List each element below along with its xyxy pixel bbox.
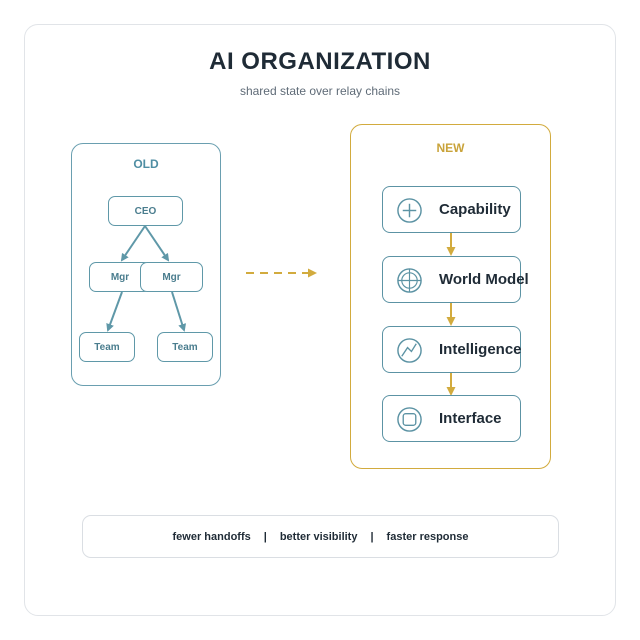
layer-interface: Interface <box>382 395 521 442</box>
layer-world-model: World Model <box>382 256 529 303</box>
ceo-to-mgr-left-arrow <box>120 225 146 262</box>
mgr-right-to-team-arrow <box>171 291 187 332</box>
footer-separator: | <box>370 530 374 543</box>
layer-capability-label: Capability <box>439 201 511 218</box>
plus-circle-icon <box>397 198 422 223</box>
old-panel-label: OLD <box>133 157 159 171</box>
layer-intelligence-label: Intelligence <box>439 341 522 358</box>
layer-capability: Capability <box>382 186 521 233</box>
globe-icon <box>397 268 422 293</box>
ceo-node: CEO <box>108 196 183 226</box>
footer-separator: | <box>263 530 267 543</box>
new-panel-label: NEW <box>436 141 465 155</box>
mgr-left-to-team-arrow <box>106 291 123 332</box>
ceo-to-mgr-right-arrow <box>144 225 170 262</box>
layer-world-model-label: World Model <box>439 271 529 288</box>
new-org-panel: NEW <box>350 124 551 469</box>
team-left-node: Team <box>79 332 135 362</box>
page-subtitle: shared state over relay chains <box>239 84 401 98</box>
page-title: AI ORGANIZATION <box>209 48 431 75</box>
benefit-fewer-handoffs: fewer handoffs <box>172 530 251 543</box>
mgr-right-node: Mgr <box>140 262 203 292</box>
gauge-icon <box>397 338 422 363</box>
benefit-faster-response: faster response <box>386 530 469 543</box>
screen-icon <box>397 407 422 432</box>
benefit-better-visibility: better visibility <box>279 530 358 543</box>
benefits-footer: fewer handoffs | better visibility | fas… <box>82 515 559 558</box>
team-right-node: Team <box>157 332 213 362</box>
layer-interface-label: Interface <box>439 410 502 427</box>
layer-intelligence: Intelligence <box>382 326 522 373</box>
old-org-panel: OLD <box>71 143 221 386</box>
